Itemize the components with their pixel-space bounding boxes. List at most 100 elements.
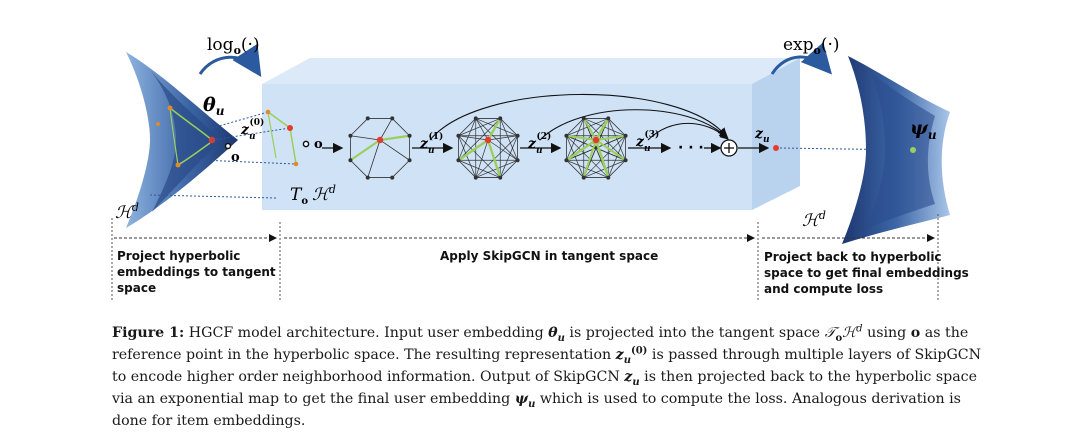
log-map-arrow bbox=[198, 43, 262, 78]
stage-dividers bbox=[111, 214, 939, 300]
z0-label: zu(0) bbox=[240, 117, 264, 142]
left-hyperbolic-surface bbox=[126, 52, 238, 228]
hyperbolic-edge bbox=[169, 107, 179, 166]
node bbox=[293, 161, 299, 167]
graph-node bbox=[348, 158, 353, 163]
theta-label: θu bbox=[203, 94, 225, 118]
graph-node bbox=[390, 116, 395, 121]
graph-edge bbox=[566, 134, 597, 141]
graph-edge bbox=[458, 118, 477, 137]
graph-edge bbox=[582, 117, 597, 141]
graph-edge bbox=[391, 118, 410, 137]
stage-label-line: Project hyperbolic bbox=[117, 249, 241, 263]
graph-edge bbox=[458, 135, 477, 178]
graph-edge bbox=[350, 118, 369, 137]
node bbox=[167, 105, 173, 111]
graph-node bbox=[515, 133, 520, 138]
box-side-face bbox=[752, 58, 800, 210]
graph-center-node bbox=[592, 136, 600, 144]
stage-label-project: Project hyperbolic embeddings to tangent… bbox=[117, 248, 276, 296]
node bbox=[156, 122, 160, 126]
graph-edge bbox=[350, 135, 381, 141]
graph-edge bbox=[499, 118, 518, 137]
node bbox=[287, 125, 293, 131]
stage-label-project-back: Project back to hyperbolic space to get … bbox=[764, 249, 969, 297]
graph-edge bbox=[566, 159, 585, 178]
z2-label: zu(2) bbox=[527, 131, 551, 156]
graph-node bbox=[606, 116, 611, 121]
graph-node bbox=[407, 158, 412, 163]
stage-label-line: and compute loss bbox=[764, 282, 884, 296]
graph-edge bbox=[499, 159, 518, 178]
node bbox=[910, 147, 916, 153]
graph-edge bbox=[379, 118, 393, 141]
caption-text: using bbox=[862, 325, 911, 341]
stage-label-line: embeddings to tangent bbox=[117, 265, 276, 279]
caption-zu: zu bbox=[624, 369, 640, 388]
hyperbolic-edge bbox=[177, 142, 211, 166]
graph-node bbox=[348, 133, 353, 138]
psi-label: ψu bbox=[910, 117, 937, 142]
graph-node bbox=[473, 116, 478, 121]
graph-node bbox=[515, 158, 520, 163]
stage-label-skipgcn: Apply SkipGCN in tangent space bbox=[440, 249, 659, 263]
graph-edge bbox=[487, 135, 518, 141]
graph-center-node bbox=[376, 136, 384, 144]
ellipsis: · · · bbox=[678, 140, 704, 156]
graph-edge bbox=[499, 135, 518, 178]
origin-point bbox=[224, 142, 232, 150]
graph-edge bbox=[457, 139, 489, 162]
hyperbolic-label-right: ℋd bbox=[802, 209, 826, 231]
z-final-label: zu bbox=[754, 126, 770, 145]
architecture-figure: logo(·) expo(·) θu zu(0) o o zu(1) zu(2)… bbox=[111, 35, 969, 300]
graph-node bbox=[456, 158, 461, 163]
graph-node bbox=[623, 158, 628, 163]
graph-edge bbox=[566, 118, 585, 137]
graph-edge bbox=[475, 118, 489, 141]
graph-edge bbox=[349, 139, 381, 162]
z3-label: zu(3) bbox=[635, 129, 659, 154]
graph-center-node bbox=[484, 136, 492, 144]
hyperbolic-edge bbox=[169, 107, 213, 141]
graph-edge bbox=[487, 139, 518, 161]
graph-node bbox=[623, 133, 628, 138]
origin-point bbox=[302, 140, 310, 148]
caption-label: Figure 1: bbox=[112, 325, 185, 341]
skipgcn-graphs bbox=[348, 116, 628, 180]
skip-connections bbox=[429, 93, 729, 141]
graph-edge bbox=[565, 139, 597, 162]
graph-edge bbox=[391, 159, 410, 178]
graph-node bbox=[456, 133, 461, 138]
graph-node bbox=[390, 175, 395, 180]
graph-edge bbox=[594, 117, 610, 141]
graph-edge bbox=[458, 135, 489, 141]
graph-edge bbox=[486, 139, 502, 178]
box-top-face bbox=[262, 58, 800, 84]
graph-edge bbox=[379, 134, 410, 142]
graph-edge bbox=[607, 118, 626, 137]
graph-edge bbox=[458, 118, 477, 161]
caption-theta: θu bbox=[548, 325, 565, 344]
graph-edge bbox=[475, 118, 518, 161]
graph-edge bbox=[367, 139, 381, 178]
stage-label-line: Project back to hyperbolic bbox=[764, 250, 942, 264]
caption-text: is projected into the tangent space bbox=[564, 325, 825, 341]
tangent-embedding-graph bbox=[265, 109, 310, 167]
caption-text: is then projected back to the hyperbolic… bbox=[112, 369, 978, 407]
projection-lines-left bbox=[149, 111, 297, 199]
exp-map-label: expo(·) bbox=[783, 35, 840, 57]
tangent-space-box bbox=[262, 58, 800, 210]
caption-psi: ψu bbox=[514, 391, 536, 410]
origin-label-left: o bbox=[231, 150, 240, 165]
caption-text: as the reference point in the hyperbolic… bbox=[112, 325, 969, 363]
z1-label: zu(1) bbox=[419, 131, 443, 156]
graph-edge bbox=[595, 134, 626, 141]
graph-edge bbox=[350, 159, 369, 178]
final-embedding-node bbox=[773, 145, 779, 151]
graph-node bbox=[407, 133, 412, 138]
graph-edge bbox=[486, 117, 502, 141]
caption-tangent: 𝒯oℋd bbox=[824, 323, 863, 344]
caption-z0: zu(0) bbox=[615, 345, 648, 366]
graph-node bbox=[581, 175, 586, 180]
